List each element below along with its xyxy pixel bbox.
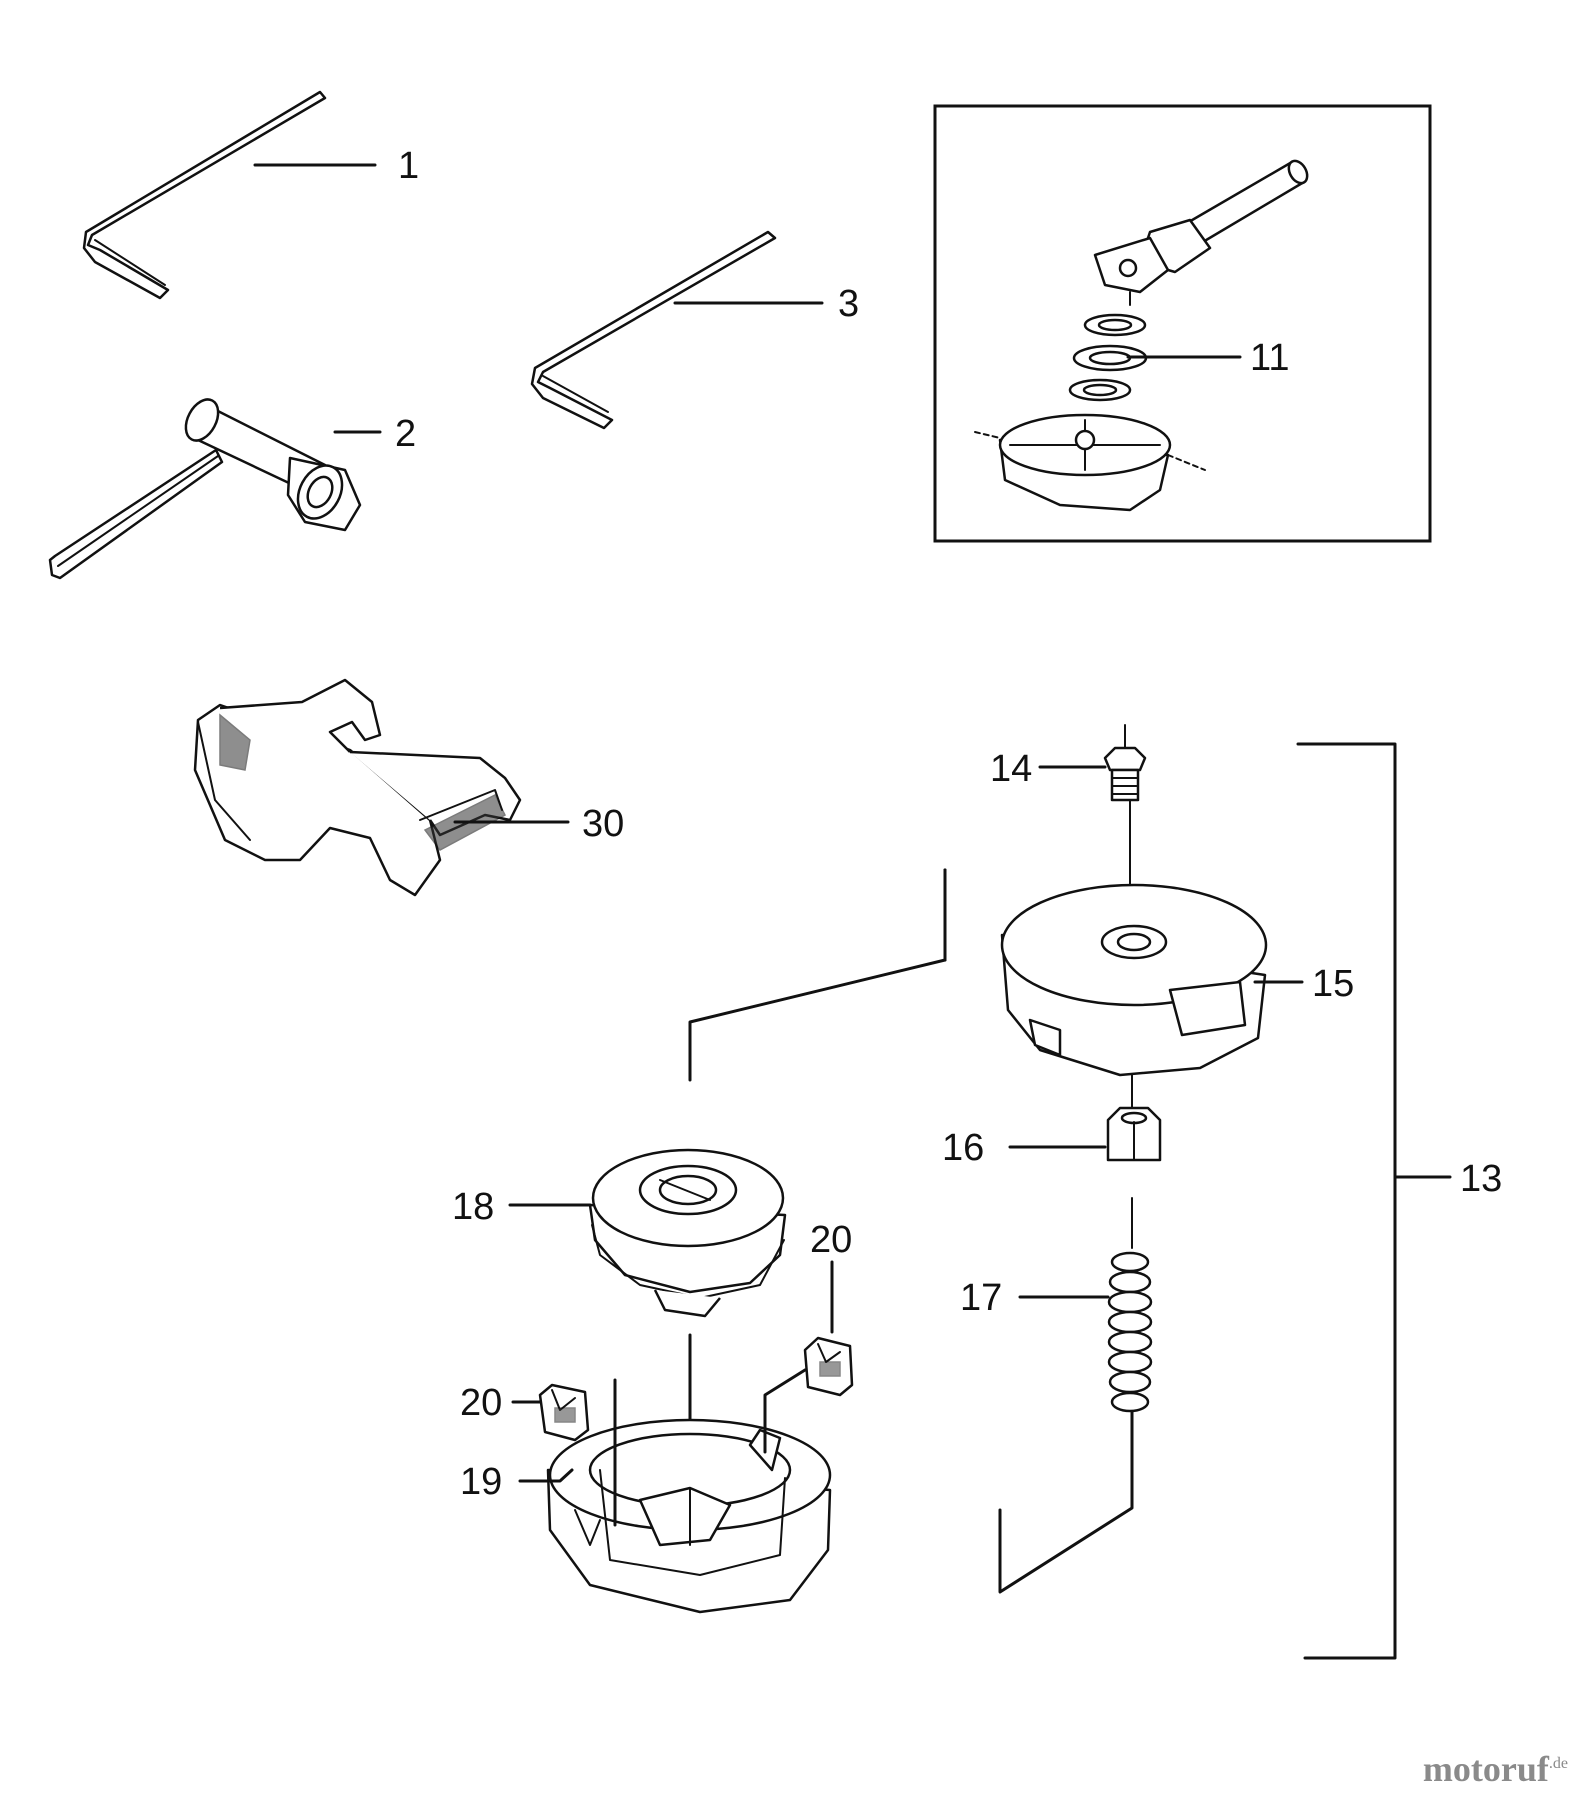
gear-head-inset-drawing: [974, 159, 1309, 512]
spool-cover-15: [1000, 883, 1268, 1077]
callout-2: 2: [395, 413, 416, 455]
assembly-bracket: [1296, 742, 1397, 1660]
spring-17: [1107, 1197, 1153, 1413]
spark-plug-wrench-2: [48, 398, 362, 580]
callout-17: 17: [960, 1277, 1002, 1319]
bolt-14: [1103, 724, 1147, 802]
safety-glasses-30: [193, 678, 522, 897]
watermark-logo: motoruf.de: [1423, 1748, 1568, 1790]
connector-line-top: [688, 868, 947, 1082]
hex-key-3: [530, 230, 777, 430]
callout-18: 18: [452, 1186, 494, 1228]
callout-15: 15: [1312, 963, 1354, 1005]
callout-11: 11: [1250, 337, 1289, 379]
callout-14: 14: [990, 748, 1032, 790]
inset-frame: [933, 104, 1432, 543]
spool-18: [588, 1148, 787, 1318]
connector-line-spring: [998, 1410, 1134, 1594]
leader-line-19: [518, 1468, 574, 1483]
callout-20-left: 20: [460, 1382, 502, 1424]
axis-line-20-right: [763, 1368, 807, 1454]
callout-30: 30: [582, 803, 624, 845]
spool-housing-19: [546, 1418, 832, 1614]
watermark-tld: .de: [1548, 1755, 1568, 1772]
callout-3: 3: [838, 283, 859, 325]
nut-16: [1106, 1106, 1162, 1162]
line-clip-20-right: [803, 1336, 854, 1397]
callout-1: 1: [398, 145, 419, 187]
callout-16: 16: [942, 1127, 984, 1169]
watermark-brand: motoruf: [1422, 1749, 1549, 1789]
hex-key-1: [82, 90, 327, 300]
callout-13: 13: [1460, 1158, 1502, 1200]
callout-19: 19: [460, 1461, 502, 1503]
line-clip-20-left: [538, 1383, 590, 1442]
callout-20-right: 20: [810, 1219, 852, 1261]
